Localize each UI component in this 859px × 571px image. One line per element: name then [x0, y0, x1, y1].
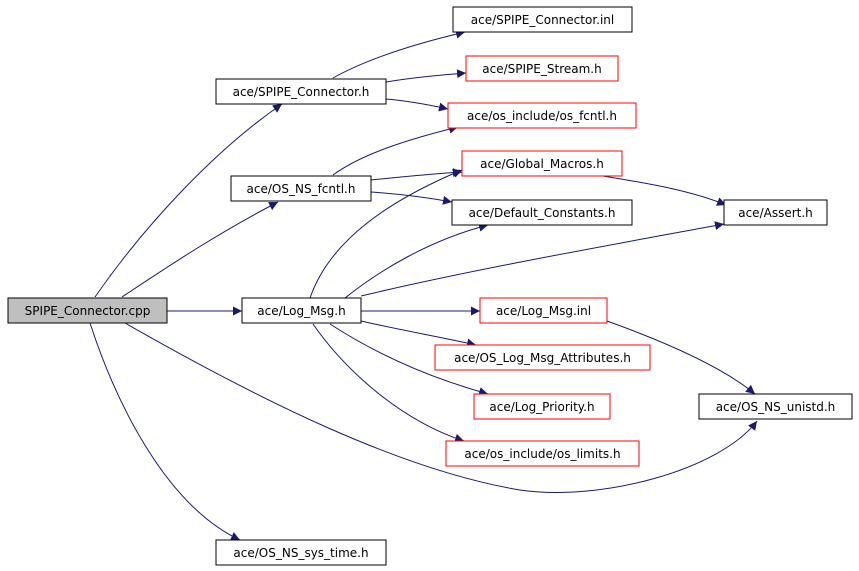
- node-os-log-msg-attributes-h[interactable]: ace/OS_Log_Msg_Attributes.h: [434, 344, 651, 371]
- node-spipe-connector-h[interactable]: ace/SPIPE_Connector.h: [215, 78, 387, 105]
- node-label: ace/Log_Priority.h: [489, 400, 594, 414]
- node-box: [7, 297, 168, 324]
- node-global-macros-h[interactable]: ace/Global_Macros.h: [461, 150, 623, 177]
- edge-spipe-connector-h-to-spipe-stream-h: [385, 69, 467, 83]
- node-box: [434, 344, 651, 371]
- edge-log-msg-h-to-os-limits-h: [312, 323, 465, 443]
- node-log-priority-h[interactable]: ace/Log_Priority.h: [473, 393, 611, 420]
- edge-log-msg-h-to-global-macros-h: [309, 169, 463, 299]
- node-label: ace/Global_Macros.h: [480, 157, 604, 171]
- node-box: [698, 393, 853, 420]
- node-box: [723, 199, 828, 226]
- node-label: ace/os_include/os_limits.h: [464, 447, 620, 461]
- node-box: [241, 297, 362, 324]
- node-box: [479, 297, 608, 324]
- edge-os-ns-fcntl-h-to-os-fcntl-h: [332, 124, 459, 176]
- nodes-layer: SPIPE_Connector.cpp ace/SPIPE_Connector.…: [7, 6, 853, 566]
- node-box: [445, 440, 640, 467]
- node-box: [215, 78, 387, 105]
- node-label: ace/SPIPE_Connector.h: [233, 85, 370, 99]
- node-label: ace/OS_NS_unistd.h: [716, 400, 836, 414]
- node-box: [461, 150, 623, 177]
- node-label: ace/OS_NS_fcntl.h: [247, 182, 356, 196]
- node-box: [215, 539, 387, 566]
- node-spipe-connector-cpp[interactable]: SPIPE_Connector.cpp: [7, 297, 168, 324]
- node-label: ace/Default_Constants.h: [469, 206, 616, 220]
- node-label: ace/SPIPE_Connector.inl: [471, 13, 614, 27]
- node-log-msg-inl[interactable]: ace/Log_Msg.inl: [479, 297, 608, 324]
- node-label: SPIPE_Connector.cpp: [25, 304, 151, 318]
- node-label: ace/Assert.h: [738, 206, 813, 220]
- node-label: ace/Log_Msg.h: [257, 304, 345, 318]
- edge-spipe-connector-cpp-to-os-ns-unistd-h: [124, 322, 758, 493]
- node-os-include-os-limits-h[interactable]: ace/os_include/os_limits.h: [445, 440, 640, 467]
- edge-log-msg-h-to-log-priority-h: [329, 323, 489, 396]
- node-os-include-os-fcntl-h[interactable]: ace/os_include/os_fcntl.h: [447, 102, 637, 129]
- node-box: [452, 6, 633, 33]
- edge-spipe-connector-cpp-to-os-ns-sys-time-h: [89, 322, 241, 541]
- node-os-ns-fcntl-h[interactable]: ace/OS_NS_fcntl.h: [230, 175, 372, 202]
- edge-global-macros-h-to-assert-h: [602, 175, 727, 206]
- node-os-ns-sys-time-h[interactable]: ace/OS_NS_sys_time.h: [215, 539, 387, 566]
- edge-os-ns-fcntl-h-to-default-constants-h: [370, 191, 453, 205]
- edge-spipe-connector-h-to-spipe-connector-inl: [332, 29, 466, 79]
- node-label: ace/Log_Msg.inl: [496, 304, 591, 318]
- node-box: [451, 199, 633, 226]
- edge-spipe-connector-cpp-to-spipe-connector-h: [94, 103, 283, 298]
- node-assert-h[interactable]: ace/Assert.h: [723, 199, 828, 226]
- edge-log-msg-h-to-os-log-msg-attributes-h: [360, 320, 477, 348]
- node-label: ace/os_include/os_fcntl.h: [467, 109, 617, 123]
- edge-log-msg-inl-to-os-ns-unistd-h: [606, 320, 756, 395]
- node-log-msg-h[interactable]: ace/Log_Msg.h: [241, 297, 362, 324]
- node-os-ns-unistd-h[interactable]: ace/OS_NS_unistd.h: [698, 393, 853, 420]
- node-label: ace/OS_NS_sys_time.h: [233, 546, 368, 560]
- node-box: [447, 102, 637, 129]
- edges-layer: [89, 29, 758, 541]
- node-box: [230, 175, 372, 202]
- node-spipe-stream-h[interactable]: ace/SPIPE_Stream.h: [465, 55, 619, 82]
- edge-log-msg-h-to-default-constants-h: [344, 222, 489, 299]
- node-box: [465, 55, 619, 82]
- edge-spipe-connector-cpp-to-os-ns-fcntl-h: [121, 201, 279, 298]
- edge-log-msg-h-to-assert-h: [360, 221, 725, 297]
- node-default-constants-h[interactable]: ace/Default_Constants.h: [451, 199, 633, 226]
- node-spipe-connector-inl[interactable]: ace/SPIPE_Connector.inl: [452, 6, 633, 33]
- node-label: ace/OS_Log_Msg_Attributes.h: [454, 351, 631, 365]
- node-box: [473, 393, 611, 420]
- edge-spipe-connector-h-to-os-fcntl-h: [385, 98, 449, 112]
- node-label: ace/SPIPE_Stream.h: [482, 62, 601, 76]
